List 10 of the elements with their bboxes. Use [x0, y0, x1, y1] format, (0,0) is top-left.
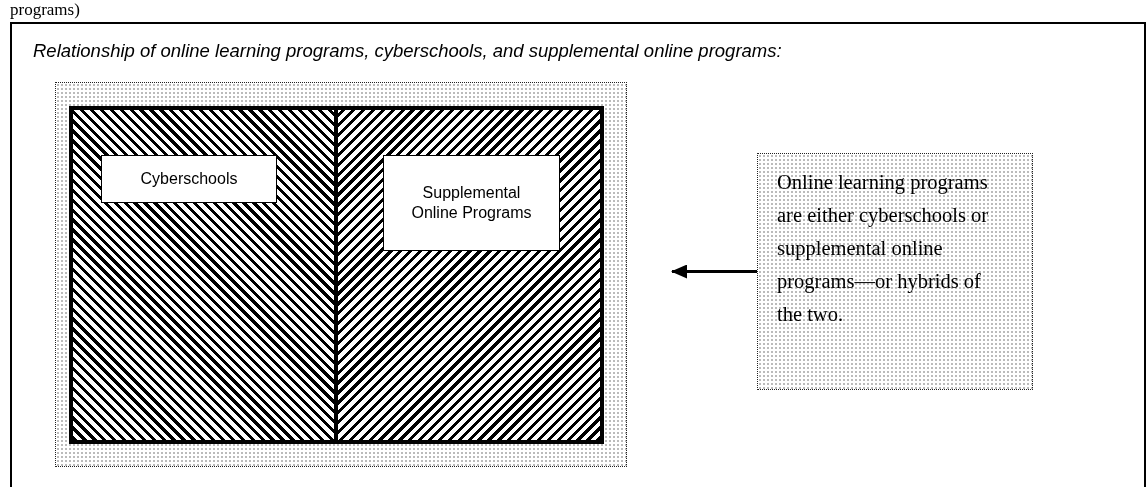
- figure-title: Relationship of online learning programs, cyberschools, and supplemental online programs:: [33, 40, 782, 62]
- cut-off-text: programs): [10, 0, 80, 19]
- callout-box: [757, 153, 1033, 390]
- callout-text: Online learning programs are either cyberschools or supplemental online programs—or hybrids of the two.: [777, 170, 990, 327]
- arrow: [671, 264, 757, 279]
- hatched-panel: [69, 106, 336, 444]
- hatched-panel: [336, 106, 604, 444]
- stippled-frame: [55, 82, 627, 467]
- label-box: Supplemental Online Programs: [383, 155, 560, 251]
- label-box: Cyberschools: [101, 155, 277, 203]
